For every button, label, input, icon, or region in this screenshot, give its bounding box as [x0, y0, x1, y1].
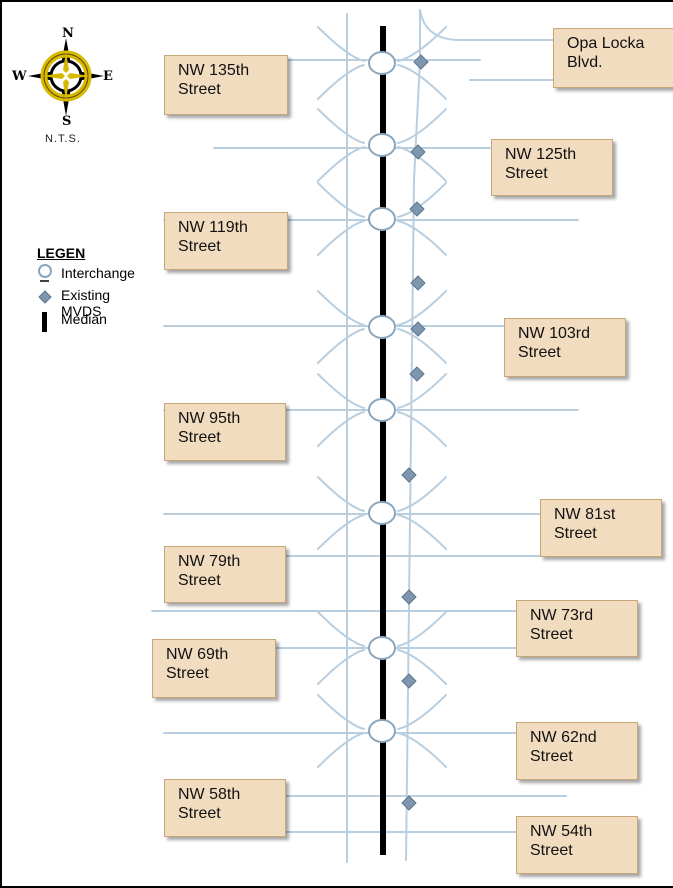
compass-south-label: S [62, 114, 72, 129]
interchange-marker [368, 315, 396, 339]
mvds-marker [401, 467, 417, 483]
west-ramp [317, 476, 365, 550]
legend-label: Existing MVDS [61, 287, 111, 319]
interchange-marker [368, 51, 396, 75]
mvds-marker [410, 275, 426, 291]
legend-label: Interchange [61, 265, 135, 281]
legend-label: Median [61, 311, 107, 327]
east-ramp [397, 694, 447, 768]
mvds-marker [410, 144, 426, 160]
interchange-marker [368, 501, 396, 525]
interchange-markers [368, 51, 396, 743]
mvds-marker [401, 673, 417, 689]
compass-west-label: W [12, 69, 27, 84]
compass-north-label: N [62, 26, 74, 41]
interchange-marker [368, 207, 396, 231]
west-ramp [317, 373, 365, 447]
mvds-marker [410, 321, 426, 337]
east-ramp [397, 476, 447, 550]
west-ramp [317, 290, 365, 364]
mvds-marker [413, 54, 429, 70]
compass-rose-icon [28, 38, 104, 116]
interchange-circle-icon [38, 264, 52, 282]
interchange-marker [368, 398, 396, 422]
east-ramp [397, 26, 447, 100]
east-ramp [397, 373, 447, 447]
mvds-marker [409, 201, 425, 217]
west-ramp [317, 108, 365, 182]
west-ramp [317, 694, 365, 768]
interchange-marker [368, 133, 396, 157]
mvds-marker [409, 366, 425, 382]
legend-title: LEGEN [37, 245, 86, 261]
legend-item-mvds: Existing MVDS [37, 287, 110, 319]
mvds-markers [401, 54, 429, 811]
east-ramp [397, 611, 447, 685]
legend-item-interchange: Interchange [37, 264, 135, 290]
east-ramp [397, 108, 447, 182]
mvds-marker [401, 589, 417, 605]
opa-locka-connector [419, 9, 554, 41]
east-ramp [397, 290, 447, 364]
west-ramp [317, 611, 365, 685]
legend: LEGEN Interchange Existing MVDS Median [37, 245, 135, 342]
mvds-marker [401, 795, 417, 811]
legend-item-median: Median [37, 311, 107, 342]
compass-east-label: E [103, 69, 113, 84]
scale-note: N.T.S. [45, 133, 81, 145]
west-ramp [317, 182, 365, 256]
median-bar-icon [42, 312, 47, 332]
interchange-marker [368, 719, 396, 743]
mvds-diamond-icon [38, 290, 52, 304]
interchange-marker [368, 636, 396, 660]
west-ramp [317, 26, 365, 100]
